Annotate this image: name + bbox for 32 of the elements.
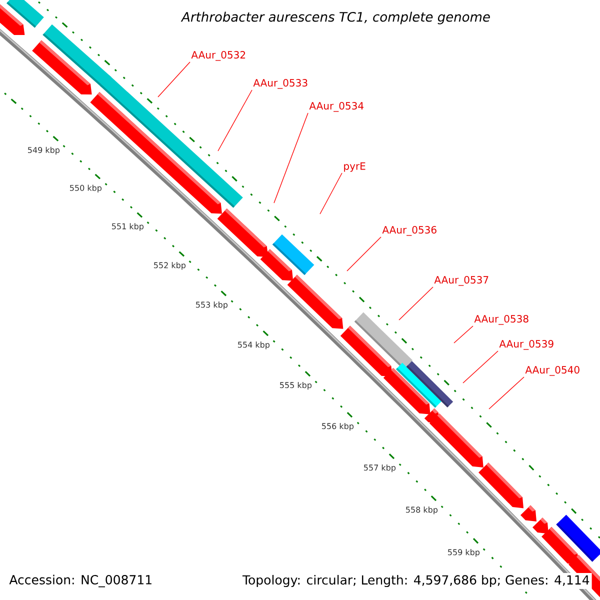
gene-label: AAur_0536 — [382, 226, 436, 236]
scale-label: 551 kbp — [112, 223, 144, 231]
leader-line — [398, 286, 434, 320]
scale-label: 555 kbp — [280, 382, 312, 390]
leader-line — [488, 376, 524, 410]
gene-label: AAur_0540 — [525, 366, 580, 376]
scale-label: 554 kbp — [238, 342, 270, 350]
scale-label: 549 kbp — [28, 146, 60, 155]
scale-label: 550 kbp — [70, 184, 102, 192]
scale-label: 556 kbp — [322, 422, 354, 431]
genome-info-label: Topology: circular; Length: 4,597,686 bp; Genes: 4,114 — [240, 572, 592, 590]
gene-label: AAur_0538 — [474, 315, 528, 325]
scale-label: 557 kbp — [364, 464, 396, 472]
scale-label: 559 kbp — [448, 549, 480, 557]
title: Arthrobacter aurescens TC1, complete genome — [180, 12, 490, 24]
gene-label: AAur_0539 — [499, 340, 554, 350]
gene-label: AAur_0537 — [434, 276, 488, 286]
leader-line — [320, 172, 342, 214]
gene-label: AAur_0534 — [309, 102, 364, 112]
scale-label: 552 kbp — [154, 262, 186, 270]
leader-line — [158, 62, 190, 98]
gene-label: AAur_0533 — [253, 79, 308, 89]
leader-line — [274, 112, 308, 204]
leader-line — [462, 350, 498, 384]
leader-line — [218, 90, 252, 152]
gene-label: AAur_0532 — [191, 51, 246, 61]
gene-label: pyrE — [344, 162, 366, 172]
accession-label: Accession: NC_008711 — [8, 574, 154, 588]
scale-label: 558 kbp — [406, 506, 438, 514]
scale-label: 553 kbp — [196, 302, 228, 310]
leader-line — [346, 236, 382, 272]
leader-line — [454, 326, 474, 344]
